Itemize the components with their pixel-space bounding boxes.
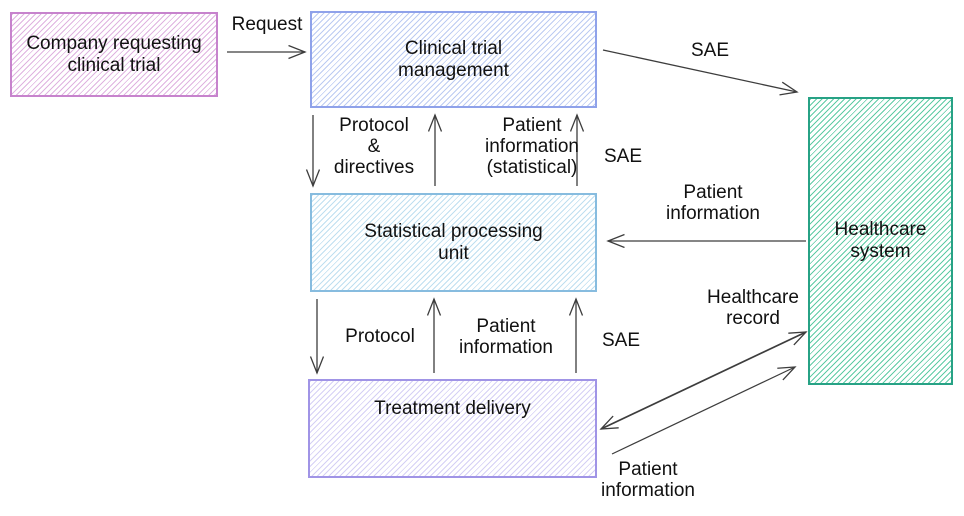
node-label: Company requesting [26, 32, 202, 54]
node-statistical-processing-unit: Statistical processing unit [310, 193, 597, 292]
node-treatment-delivery: Treatment delivery [308, 379, 597, 478]
node-label: Treatment delivery [374, 398, 531, 419]
edge-label-patient-information-to-healthcare: Patient information [601, 459, 695, 501]
edge-label-patient-information-to-statistical: Patient information [459, 316, 553, 358]
node-clinical-trial-management: Clinical trial management [310, 11, 597, 108]
edge-label-protocol-directives: Protocol & directives [333, 115, 415, 178]
edge-label-protocol: Protocol [345, 326, 415, 347]
node-label: system [850, 241, 911, 262]
edge-label-sae-mid: SAE [603, 146, 643, 167]
node-label: unit [438, 242, 469, 264]
patient-info-to-healthcare-arrow [611, 367, 795, 455]
edge-label-patient-information-statistical: Patient information (statistical) [485, 115, 579, 178]
node-label: Clinical trial [404, 37, 503, 59]
node-label: management [398, 59, 509, 81]
edge-label-sae-top: SAE [690, 40, 730, 61]
node-label: Statistical processing [364, 220, 543, 242]
node-label: Healthcare [834, 219, 927, 240]
node-healthcare-system: Healthcare system [808, 97, 953, 385]
edge-label-request: Request [231, 14, 303, 35]
healthcare-record-arrow [601, 331, 806, 430]
sae-top-arrow [602, 49, 797, 92]
edge-label-patient-information-from-healthcare: Patient information [666, 182, 760, 224]
node-label: clinical trial [67, 54, 161, 76]
edge-label-sae-lower: SAE [601, 330, 641, 351]
node-company-requesting-clinical-trial: Company requesting clinical trial [10, 12, 218, 97]
edge-label-healthcare-record: Healthcare record [707, 287, 799, 329]
